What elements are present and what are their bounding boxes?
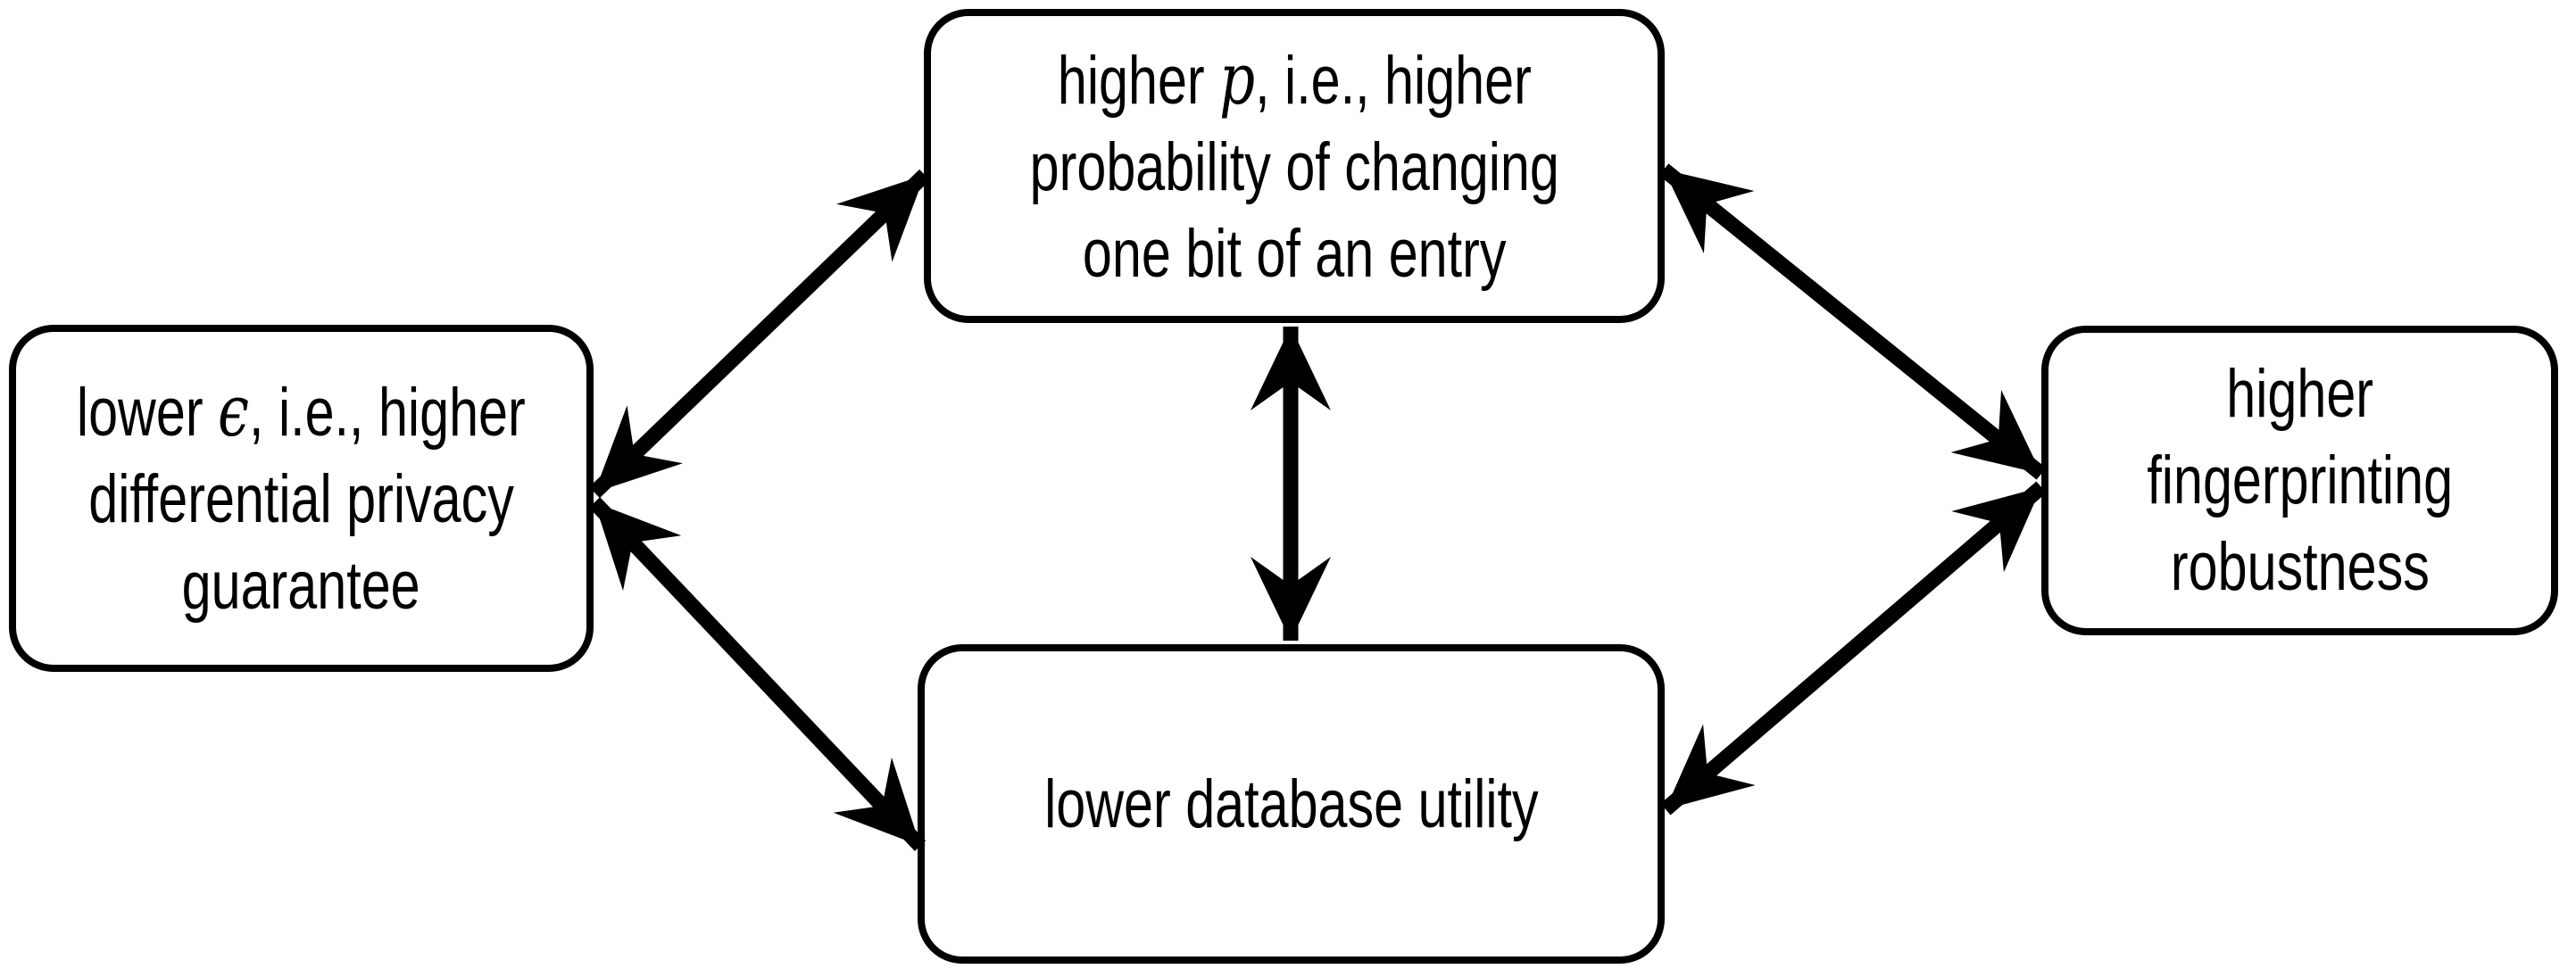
node-text-line: differential privacy — [88, 456, 514, 542]
math-symbol-epsilon: ϵ — [218, 369, 250, 452]
node-text-line: guarantee — [182, 542, 420, 629]
edge-database-utility-fingerprinting-robustness — [1660, 481, 2047, 816]
node-text-line: one bit of an entry — [1083, 211, 1507, 297]
node-fingerprinting-robustness: higher fingerprinting robustness — [2041, 326, 2558, 635]
edge-flip-probability-fingerprinting-robustness — [1658, 163, 2047, 480]
node-text-line: lower database utility — [1044, 761, 1539, 848]
node-text: fingerprinting — [2147, 443, 2453, 518]
node-text-line: fingerprinting — [2147, 437, 2453, 524]
node-text: , i.e., higher — [1254, 42, 1532, 119]
node-text: higher — [1057, 42, 1219, 119]
node-text: , i.e., higher — [249, 375, 526, 451]
node-text: robustness — [2170, 529, 2430, 605]
node-text: lower database utility — [1043, 766, 1539, 842]
node-text: guarantee — [181, 548, 420, 624]
math-symbol-p: p — [1218, 37, 1255, 120]
node-dp-guarantee: lower ϵ, i.e., higher differential priva… — [9, 325, 594, 672]
node-flip-probability: higher p, i.e., higher probability of ch… — [924, 9, 1665, 323]
edge-dp-guarantee-database-utility — [588, 497, 927, 851]
edge-dp-guarantee-flip-probability — [589, 169, 930, 499]
node-text: lower — [77, 375, 219, 451]
node-text: differential privacy — [88, 461, 514, 537]
node-text-line: higher p, i.e., higher — [1058, 36, 1532, 124]
node-text: one bit of an entry — [1082, 215, 1507, 292]
node-text: probability of changing — [1029, 128, 1559, 205]
node-text-line: lower ϵ, i.e., higher — [77, 368, 526, 456]
node-text-line: probability of changing — [1029, 124, 1558, 211]
node-text-line: higher — [2226, 351, 2373, 437]
node-database-utility: lower database utility — [918, 644, 1665, 964]
node-text: higher — [2226, 356, 2373, 432]
node-text-line: robustness — [2171, 524, 2430, 610]
